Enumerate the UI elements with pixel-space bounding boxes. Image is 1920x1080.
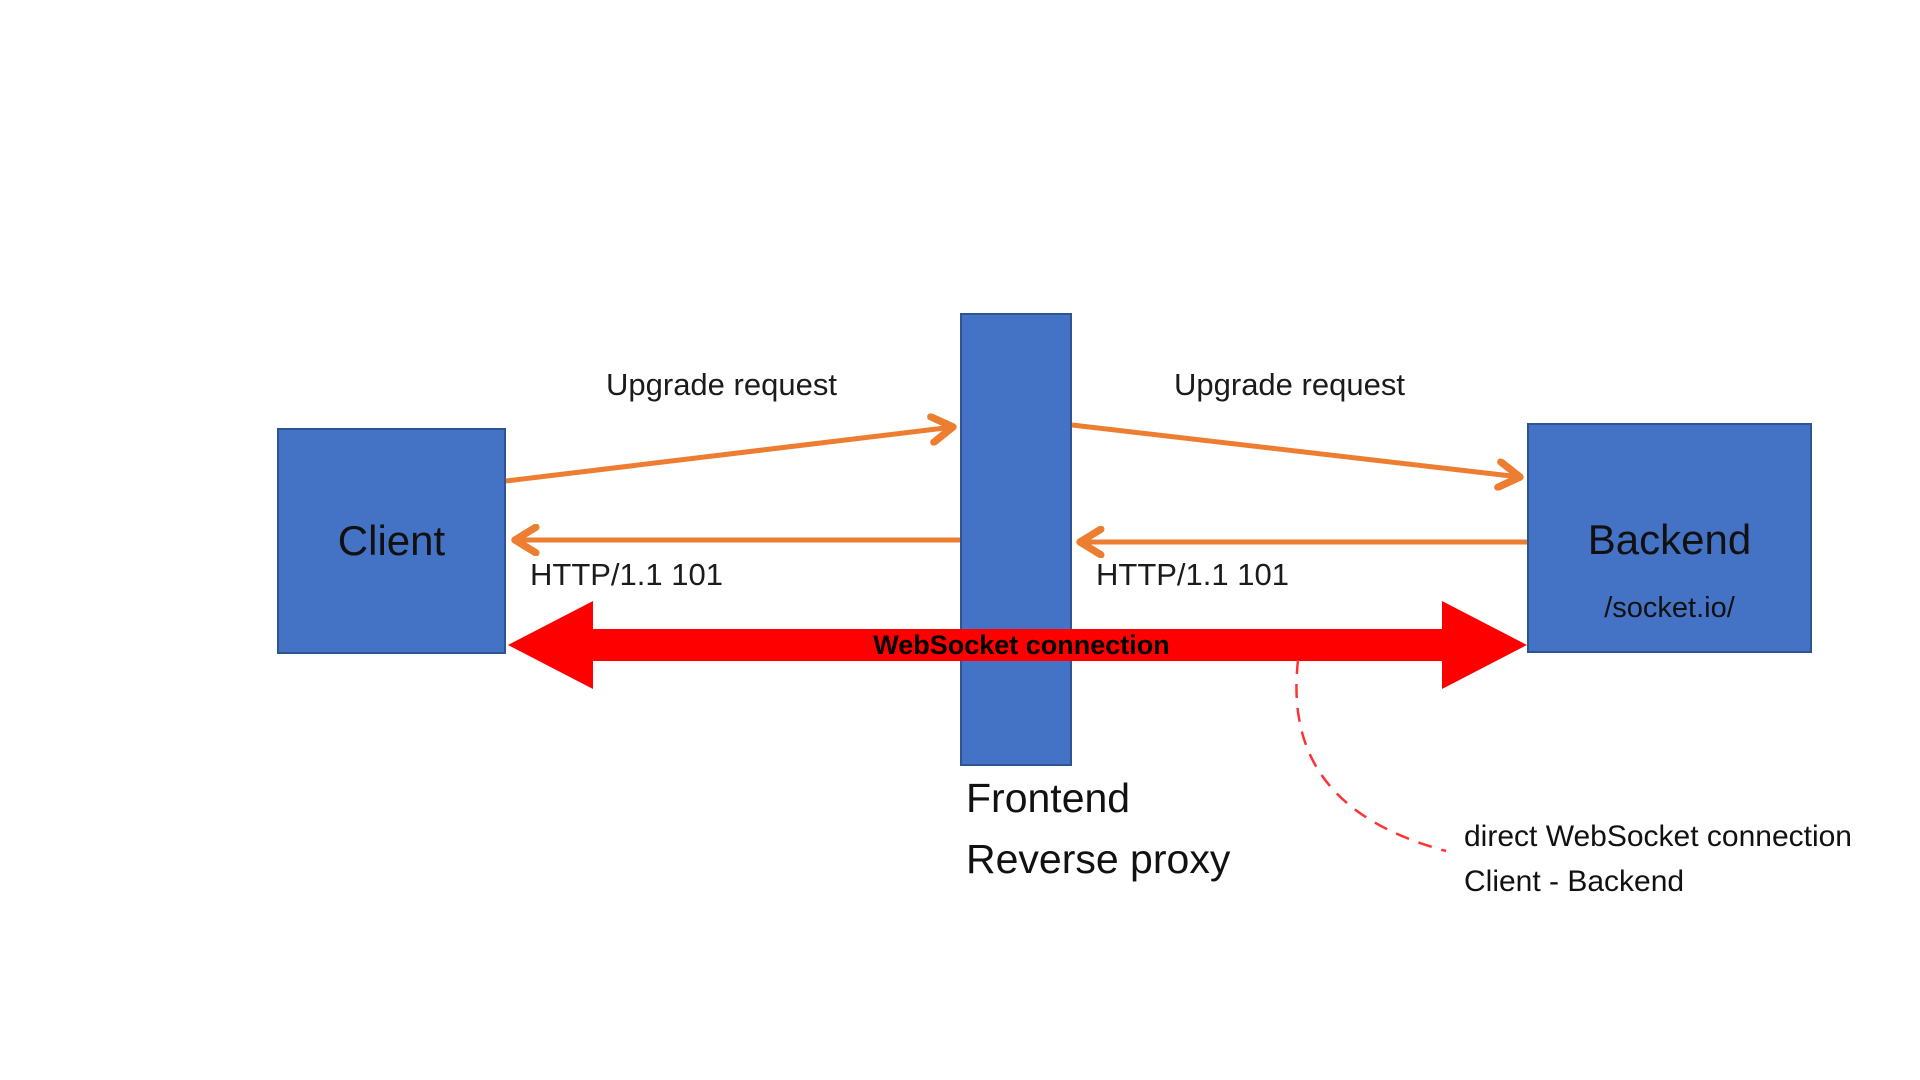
backend-node: Backend /socket.io/ [1527,423,1812,653]
websocket-connection-arrow [508,601,1527,689]
backend-socketio-path-label: /socket.io/ [1604,592,1735,624]
http-101-left-label: HTTP/1.1 101 [530,557,723,592]
backend-node-label: Backend [1587,516,1752,563]
annotation-line2: Client - Backend [1464,865,1685,898]
client-node-label: Client [337,517,446,564]
client-node: Client [277,428,506,654]
reverse-proxy-caption-line2: Reverse proxy [966,836,1231,882]
annotation-line1: direct WebSocket connection [1464,820,1852,853]
annotation-callout-curve [1295,659,1447,853]
direct-websocket-annotation: direct WebSocket connection Client - Bac… [1464,814,1852,904]
upgrade-request-left-arrow [505,427,953,484]
reverse-proxy-caption: Frontend Reverse proxy [966,768,1230,890]
upgrade-request-right-label: Upgrade request [1174,367,1405,402]
upgrade-request-right-arrow [1071,422,1520,477]
upgrade-request-left-label: Upgrade request [606,367,837,402]
websocket-connection-label: WebSocket connection [873,630,1170,660]
reverse-proxy-node [960,313,1072,766]
http-101-right-label: HTTP/1.1 101 [1096,557,1289,592]
reverse-proxy-caption-line1: Frontend [966,775,1131,821]
